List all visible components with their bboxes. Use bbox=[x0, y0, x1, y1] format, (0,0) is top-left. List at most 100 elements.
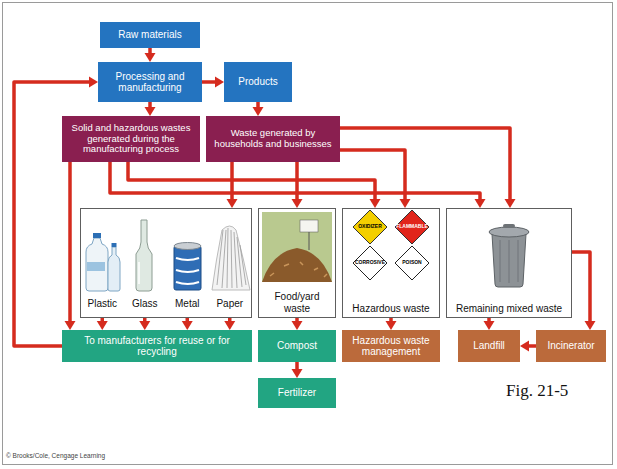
waste-category-panel: Food/yard waste bbox=[258, 208, 336, 318]
flow-arrow bbox=[340, 128, 516, 208]
node-label: Processing and manufacturing bbox=[102, 71, 198, 94]
arrow-head bbox=[585, 321, 596, 330]
plastic-bottles-part bbox=[86, 238, 108, 291]
plastic-bottles-part bbox=[93, 233, 101, 238]
waste-category-panel: Remaining mixed waste bbox=[446, 208, 572, 318]
flow-line bbox=[528, 344, 536, 348]
metal-can-part bbox=[176, 258, 199, 284]
node-label: Remaining mixed waste bbox=[449, 303, 569, 315]
node-label: Hazardous waste management bbox=[346, 335, 436, 358]
process-box: Raw materials bbox=[100, 22, 200, 48]
copyright-note: © Brooks/Cole, Cengage Learning bbox=[6, 452, 105, 459]
hazard-signs bbox=[353, 210, 429, 280]
hazard-signs-part bbox=[353, 246, 387, 280]
disposal-box: Incinerator bbox=[536, 330, 606, 362]
glass-bottle-part bbox=[138, 262, 140, 284]
flow-arrow bbox=[292, 318, 303, 330]
flow-arrow bbox=[484, 318, 495, 330]
flow-arrow bbox=[110, 162, 486, 208]
node-label: Landfill bbox=[473, 340, 505, 352]
flow-arrow bbox=[128, 162, 381, 208]
arrow-head bbox=[292, 321, 303, 330]
arrow-head bbox=[484, 321, 495, 330]
shredded-paper bbox=[212, 226, 250, 290]
hazard-signs-part bbox=[395, 246, 429, 280]
shredded-paper-part bbox=[217, 228, 246, 288]
glass-bottle bbox=[136, 220, 152, 291]
arrow-head bbox=[224, 321, 235, 330]
plastic-bottles bbox=[86, 233, 120, 291]
node-label: Waste generated by households and busine… bbox=[210, 128, 336, 150]
recovery-box: Compost bbox=[258, 330, 336, 362]
flow-arrow bbox=[145, 48, 156, 62]
trash-can-part bbox=[489, 227, 529, 237]
arrow-head bbox=[215, 77, 224, 88]
trash-can-part bbox=[503, 224, 515, 228]
flow-line bbox=[202, 80, 216, 84]
arrow-head bbox=[386, 321, 397, 330]
node-label: Products bbox=[238, 76, 277, 88]
recovery-box: To manufacturers for reuse or for recycl… bbox=[62, 330, 252, 362]
arrow-head bbox=[89, 77, 98, 88]
shredded-paper-part bbox=[212, 226, 250, 290]
flow-line bbox=[340, 150, 405, 200]
arrow-head bbox=[139, 321, 150, 330]
flow-line bbox=[340, 128, 510, 200]
recovery-box: Fertilizer bbox=[258, 378, 336, 408]
flow-line bbox=[110, 162, 480, 200]
flow-line bbox=[572, 252, 590, 322]
arrow-head bbox=[505, 199, 516, 208]
process-box: Products bbox=[224, 62, 292, 102]
arrow-head bbox=[145, 53, 156, 62]
hazard-signs-part bbox=[395, 210, 429, 244]
waste-category-panel: PlasticGlassMetalPaper bbox=[80, 208, 252, 318]
figure-number: Fig. 21-5 bbox=[506, 382, 568, 401]
metal-can-part bbox=[174, 246, 201, 290]
yard-waste-photo-part bbox=[262, 212, 332, 282]
flow-arrow bbox=[572, 252, 596, 330]
node-label: Food/yard waste bbox=[261, 291, 333, 314]
node-label: To manufacturers for reuse or for recycl… bbox=[66, 335, 248, 358]
hazard-sign-text: CORROSIVE bbox=[355, 260, 385, 266]
plastic-bottles-part bbox=[87, 262, 105, 271]
arrow-head bbox=[65, 321, 76, 330]
hazard-sign-text: POISON bbox=[402, 260, 421, 266]
flow-arrow bbox=[292, 362, 303, 378]
yard-waste-photo-part bbox=[309, 232, 310, 250]
flow-line bbox=[68, 162, 72, 322]
arrow-head bbox=[182, 321, 193, 330]
metal-can-part bbox=[174, 243, 201, 250]
flow-arrow bbox=[520, 341, 536, 352]
node-label: Compost bbox=[277, 340, 317, 352]
flow-arrow bbox=[292, 162, 303, 208]
material-label: Metal bbox=[166, 298, 209, 310]
material-label: Plastic bbox=[81, 298, 124, 310]
node-label: Raw materials bbox=[118, 29, 181, 41]
yard-waste-photo-part bbox=[300, 220, 318, 232]
flow-arrow bbox=[227, 162, 238, 208]
flow-arrow bbox=[65, 162, 76, 330]
yard-waste-photo bbox=[262, 212, 332, 282]
flow-arrow bbox=[386, 318, 397, 330]
metal-can bbox=[174, 243, 201, 291]
flow-arrow bbox=[97, 318, 236, 330]
flow-arrow bbox=[253, 102, 264, 116]
arrow-head bbox=[520, 341, 529, 352]
arrow-head bbox=[97, 321, 108, 330]
flow-line bbox=[230, 162, 234, 200]
arrow-head bbox=[400, 199, 411, 208]
yard-waste-photo-part bbox=[262, 248, 332, 282]
flow-line bbox=[295, 362, 299, 370]
node-label: Incinerator bbox=[547, 340, 594, 352]
plastic-bottles-part bbox=[112, 243, 117, 247]
hazard-signs-part bbox=[353, 210, 387, 244]
node-label: Solid and hazardous wastes generated dur… bbox=[66, 123, 196, 156]
hazard-sign-text: OXIDIZER bbox=[358, 224, 382, 230]
waste-source-box: Solid and hazardous wastes generated dur… bbox=[62, 116, 200, 162]
plastic-bottles-part bbox=[108, 247, 120, 291]
material-label: Glass bbox=[124, 298, 167, 310]
disposal-box: Hazardous waste management bbox=[342, 330, 440, 362]
arrow-head bbox=[370, 199, 381, 208]
process-box: Processing and manufacturing bbox=[98, 62, 202, 102]
